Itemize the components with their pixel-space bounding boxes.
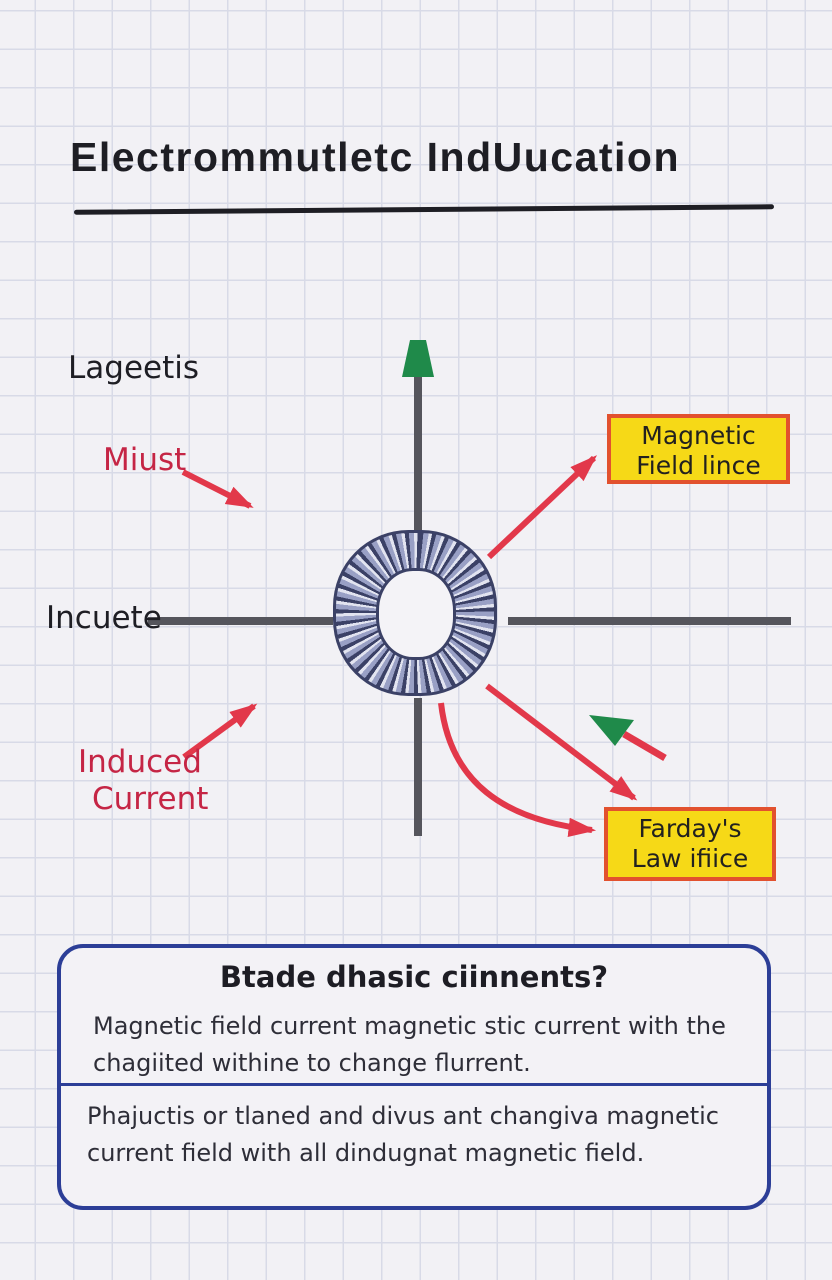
faraday-law-box-line2: Law ifiice: [631, 844, 749, 873]
label-induced-line2: Current: [92, 781, 209, 817]
note-paragraph-1: Magnetic field current magnetic stic cur…: [93, 1008, 726, 1082]
arrow-magnetic-field: [486, 455, 598, 560]
faraday-law-box: Farday's Law ifiice: [604, 807, 776, 881]
up-arrow-icon: [402, 340, 434, 377]
coil-hole: [376, 568, 456, 660]
label-miust: Miust: [103, 442, 187, 478]
magnetic-field-box: Magnetic Field lince: [607, 414, 790, 484]
magnetic-field-box-line2: Field lince: [636, 451, 761, 480]
arrow-miust: [181, 469, 254, 509]
toroid-coil: [333, 530, 497, 696]
label-lageetis: Lageetis: [68, 350, 200, 386]
note-paragraph-2: Phajuctis or tlaned and divus ant changi…: [87, 1098, 719, 1172]
magnetic-field-box-line1: Magnetic: [641, 421, 756, 450]
note-box: Btade dhasic ciinnents? Magnetic field c…: [57, 944, 771, 1210]
note-paragraph-1-line2: chagiited withine to change flurrent.: [93, 1049, 531, 1077]
arrow-faraday-curved: [438, 702, 597, 837]
note-heading: Btade dhasic ciinnents?: [219, 960, 609, 994]
note-paragraph-2-line1: Phajuctis or tlaned and divus ant changi…: [87, 1102, 720, 1130]
faraday-law-box-line1: Farday's: [638, 814, 742, 843]
title-underline: [73, 204, 775, 215]
page-title: Electrommutletc IndUucation: [70, 134, 681, 180]
label-induced-line1: Induced: [78, 744, 202, 780]
note-paragraph-2-line2: current field with all dindugnat magneti…: [87, 1139, 645, 1167]
label-induced-current: Induced Current: [78, 744, 208, 818]
green-arrowhead-icon: [589, 715, 634, 746]
note-paragraph-1-line1: Magnetic field current magnetic stic cur…: [93, 1012, 726, 1040]
label-incuete: Incuete: [46, 600, 162, 636]
arrow-green-shaft: [622, 730, 667, 762]
note-divider: [60, 1083, 768, 1086]
arrow-faraday-straight: [485, 683, 638, 801]
